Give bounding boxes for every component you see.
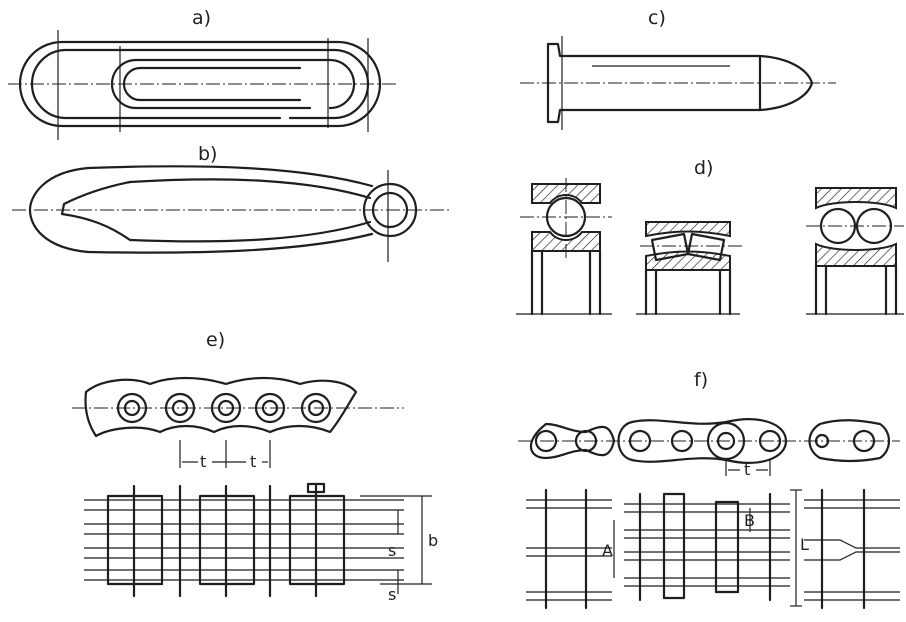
figure-b-safety-pin: b) — [12, 143, 452, 262]
dim-f-L: L — [800, 535, 809, 554]
chain-e-rollers — [116, 392, 332, 424]
dim-e-s1: s — [388, 541, 396, 560]
label-e: e) — [206, 329, 225, 351]
dim-f-B: B — [744, 511, 755, 530]
dim-e-t2: t — [250, 452, 256, 471]
roller-bearing — [636, 221, 744, 316]
figure-c-rivet: c) — [520, 7, 836, 130]
ball-bearing — [516, 178, 612, 316]
dim-e-t1: t — [200, 452, 206, 471]
dim-f-t: t — [744, 460, 750, 479]
figure-a-paper-clip: a) — [8, 7, 398, 140]
figure-f-roller-chain: f) t — [518, 369, 900, 610]
chain-f-links — [529, 418, 891, 464]
chain-e-side-view — [84, 482, 404, 598]
label-a: a) — [192, 7, 211, 29]
label-b: b) — [198, 143, 217, 165]
figure-d-bearings: d) — [516, 157, 904, 316]
label-f: f) — [694, 369, 708, 391]
label-d: d) — [694, 157, 713, 179]
double-row-bearing — [806, 187, 904, 316]
figure-e-bush-chain: e) t t — [72, 329, 438, 604]
label-c: c) — [648, 7, 666, 29]
chain-f-side-view — [526, 488, 900, 610]
dim-e-b: b — [428, 531, 438, 550]
dim-e-s2: s — [388, 585, 396, 604]
dim-f-A: A — [602, 541, 613, 560]
